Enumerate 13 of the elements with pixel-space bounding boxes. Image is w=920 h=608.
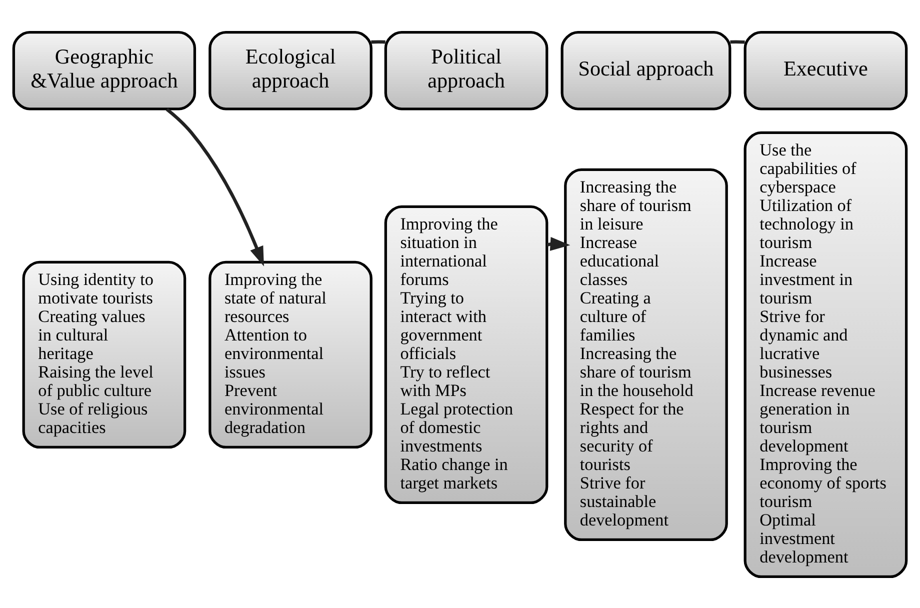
node-box: Political approach (384, 30, 548, 110)
connector (371, 40, 386, 44)
node-box: Increasing the share of tourism in leisure Increase educational classes Creating a culture of families Increasing the share of tourism in the household Respect for the rights and security of tourists Strive for sustainable development (564, 168, 728, 541)
node-box: Improving the state of natural resources Attention to environmental issues Prevent environmental degradation (208, 260, 372, 448)
node-box: Improving the situation in international forums Trying to interact with government officials Try to reflect with MPs Legal protection of domestic investments Ratio change in target markets (384, 204, 548, 504)
node-box: Geographic &Value approach (12, 30, 196, 110)
node-box: Using identity to motivate tourists Creating values in cultural heritage Raising the level of public culture Use of religious capacities (22, 260, 186, 448)
connector (730, 40, 745, 44)
node-box: Ecological approach (208, 30, 372, 110)
node-box: Executive (744, 30, 908, 110)
arrow (166, 107, 264, 266)
node-box: Use the capabilities of cyberspace Utilization of technology in tourism Increase investment in tourism Strive for dynamic and lucrative businesses Increase revenue generation in tourism development Improving the economy of sports tourism Optimal investment development (744, 130, 908, 578)
node-box: Social approach (560, 30, 732, 110)
